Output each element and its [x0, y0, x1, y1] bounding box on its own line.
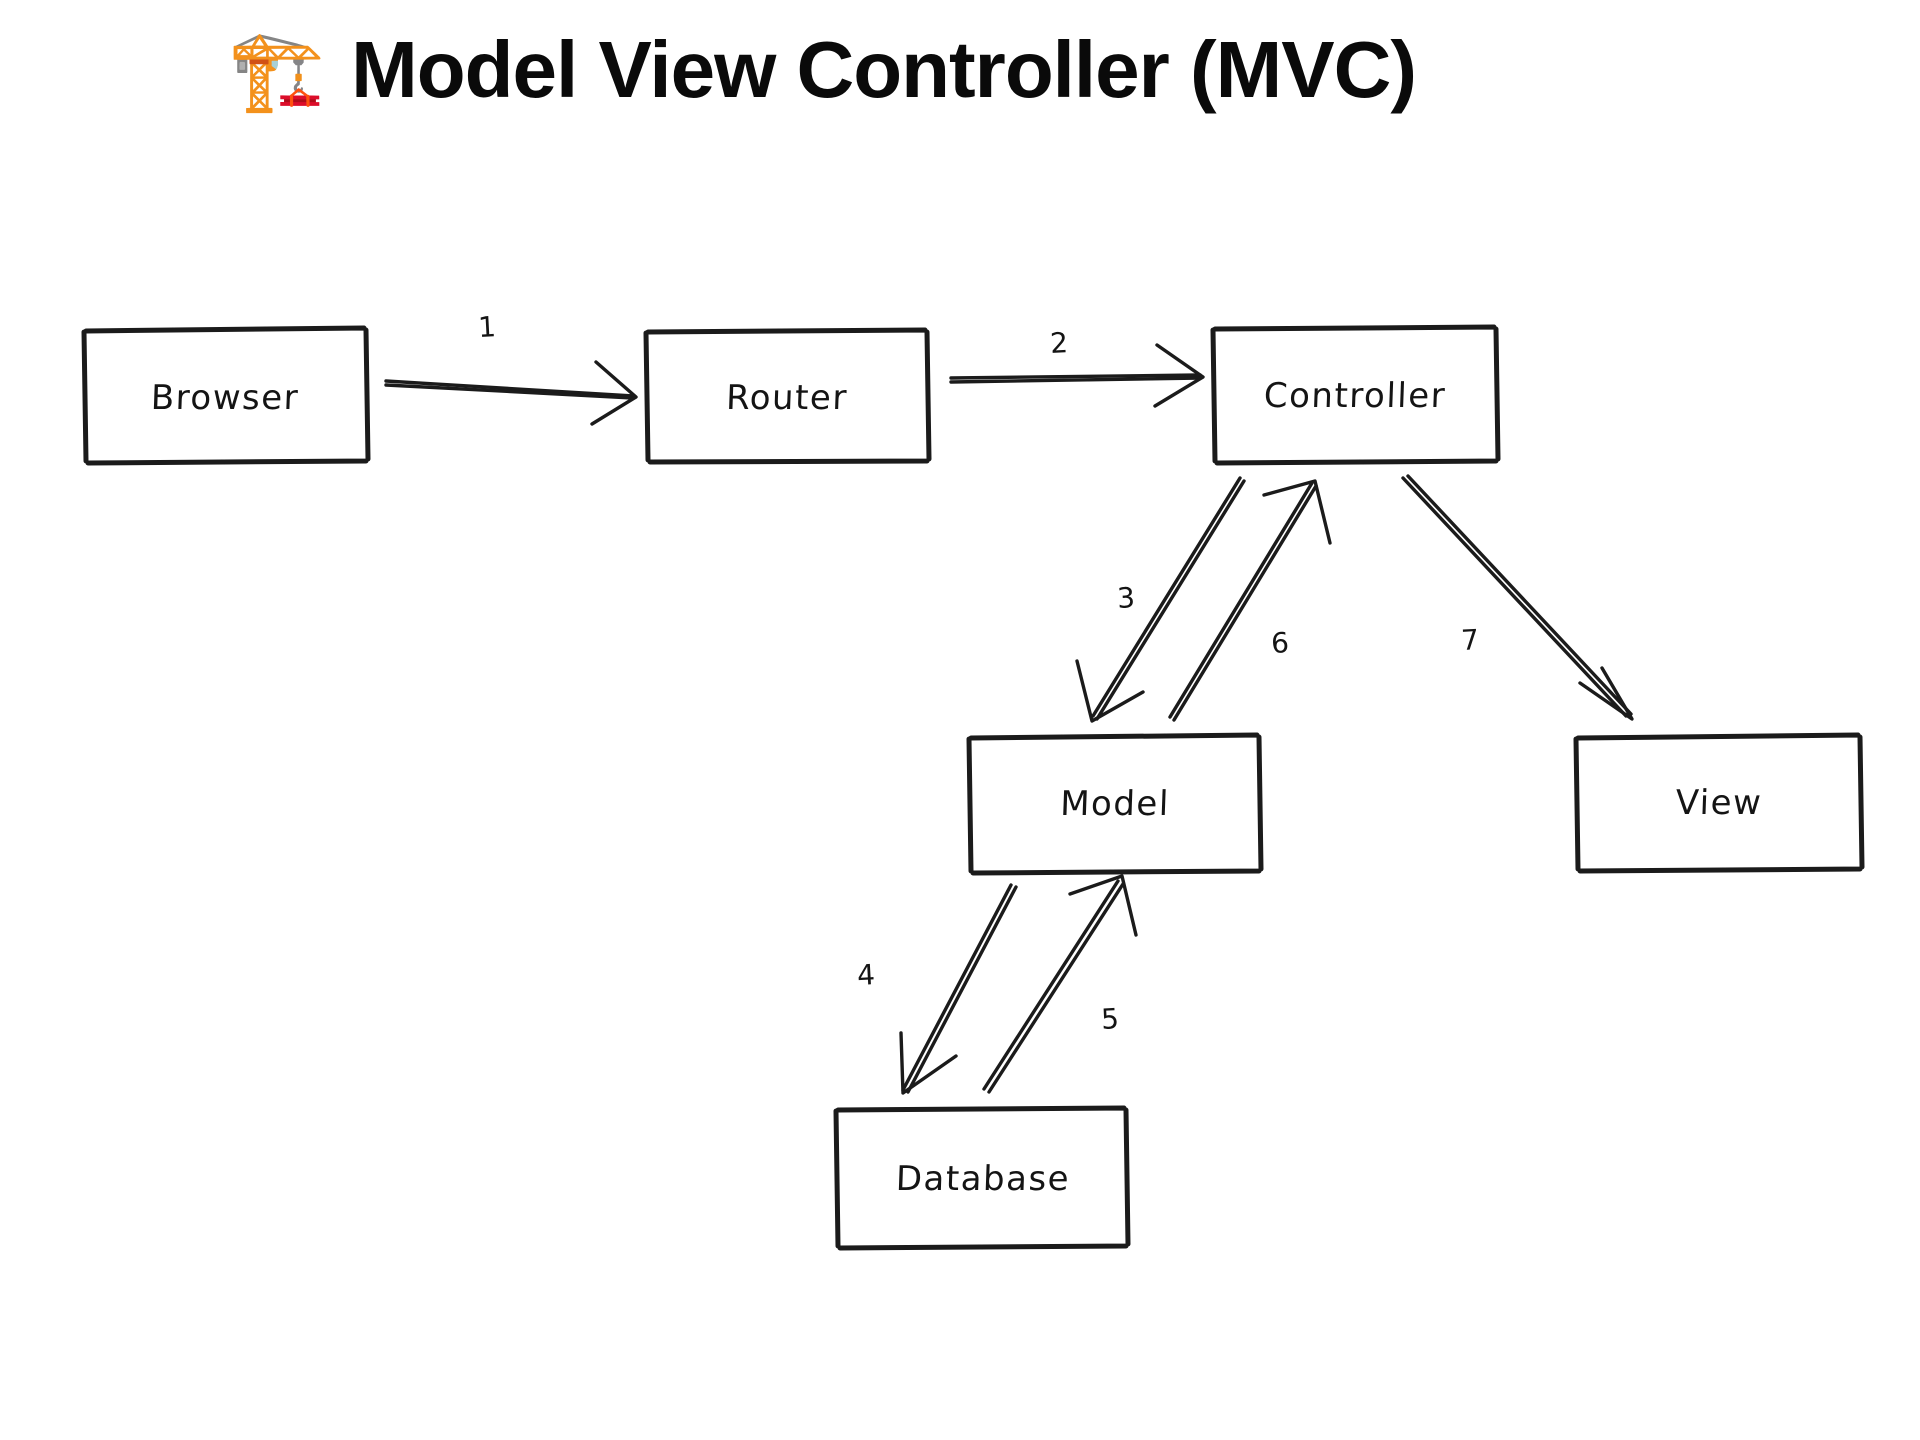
edge-arrow-2: [949, 343, 1205, 408]
edge-arrow-6: [1168, 479, 1332, 722]
edge-arrow-5: [982, 874, 1138, 1094]
node-label-database: Database: [895, 1159, 1071, 1199]
node-box-model[interactable]: [966, 732, 1264, 876]
node-box-browser[interactable]: [81, 325, 371, 466]
edge-arrow-4: [899, 883, 1018, 1095]
edge-label-4: 4: [856, 958, 876, 992]
page-title-bar: 🏗️ Model View Controller (MVC): [0, 0, 1920, 140]
edge-label-3: 3: [1116, 581, 1136, 615]
edge-label-2: 2: [1049, 326, 1069, 360]
edge-label-6: 6: [1270, 626, 1290, 660]
node-label-model: Model: [1059, 784, 1171, 824]
node-box-router[interactable]: [643, 327, 932, 465]
edge-label-1: 1: [477, 310, 497, 344]
node-label-view: View: [1674, 783, 1764, 823]
edge-arrow-7: [1401, 474, 1634, 721]
page-title: Model View Controller (MVC): [351, 25, 1417, 114]
node-label-browser: Browser: [150, 378, 300, 418]
edge-arrow-3: [1075, 476, 1246, 723]
node-box-view[interactable]: [1573, 732, 1865, 874]
building-construction-icon: 🏗️: [228, 26, 326, 114]
node-label-router: Router: [725, 378, 849, 418]
node-box-controller[interactable]: [1210, 324, 1501, 466]
edge-label-7: 7: [1460, 623, 1480, 657]
node-label-controller: Controller: [1263, 376, 1447, 416]
node-box-database[interactable]: [833, 1105, 1131, 1251]
edge-arrow-1: [384, 360, 638, 426]
edge-label-5: 5: [1100, 1002, 1120, 1036]
